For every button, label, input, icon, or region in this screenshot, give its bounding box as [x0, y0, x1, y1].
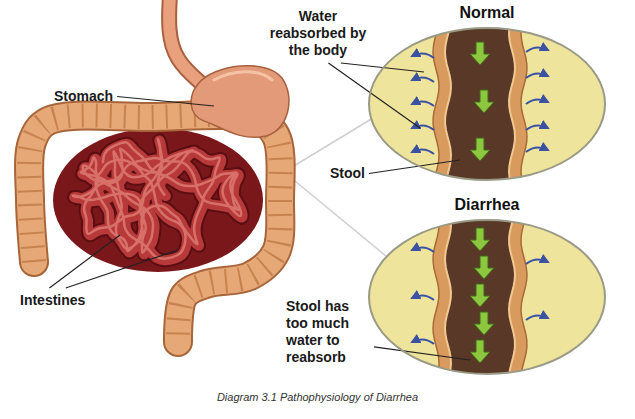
- reabsorption-arrow: [412, 339, 434, 344]
- leader-line: [49, 235, 120, 288]
- callout-label: Water reabsorbed by the body: [266, 8, 370, 59]
- small-intestine-base: [53, 128, 263, 272]
- flow-arrow: [470, 340, 490, 363]
- leader-line: [374, 347, 470, 360]
- intestine-highlight: [73, 139, 241, 259]
- view-outline: [369, 220, 605, 374]
- reabsorption-arrow: [526, 99, 548, 104]
- reabsorption-arrow: [412, 125, 434, 130]
- leader-line: [328, 63, 420, 128]
- reabsorption-arrow: [412, 149, 434, 154]
- stool: [445, 16, 515, 190]
- zoom-lines: [284, 118, 386, 256]
- reabsorption-arrow: [412, 247, 434, 252]
- reabsorption-arrow: [412, 77, 434, 82]
- reabsorption-arrow: [412, 101, 434, 106]
- esophagus-outline: [169, 0, 202, 84]
- leader-line: [66, 250, 178, 288]
- zoom-line: [284, 172, 386, 256]
- reabsorption-arrow: [412, 295, 434, 300]
- reabsorption-arrow: [412, 53, 434, 58]
- magnified-colon: [369, 16, 605, 190]
- esophagus: [169, 0, 202, 84]
- flow-arrow: [470, 228, 490, 251]
- callout-label: Stool has too much water to reabsorb: [286, 298, 370, 366]
- flow-arrow: [470, 284, 490, 307]
- reabsorption-arrow: [526, 315, 548, 320]
- view-heading: Diarrhea: [366, 195, 608, 214]
- reabsorption-arrow: [526, 259, 548, 264]
- magnified-colon: [369, 208, 605, 382]
- stomach: [191, 66, 289, 138]
- wall-lining: [445, 208, 451, 382]
- wall-lining: [445, 16, 451, 190]
- organ-label: Intestines: [20, 292, 85, 309]
- reabsorption-arrow: [526, 147, 548, 152]
- magnified-view: Diarrhea: [366, 195, 608, 377]
- reabsorption-arrow: [526, 47, 548, 52]
- callout-label: Stool: [330, 165, 365, 182]
- flow-arrow: [474, 256, 494, 279]
- stool: [445, 208, 515, 382]
- flow-arrow: [474, 312, 494, 335]
- stomach-group: [169, 0, 289, 137]
- leader-line: [117, 97, 214, 107]
- flow-arrow: [470, 42, 490, 65]
- wall-edge: [521, 208, 527, 382]
- view-outline: [369, 28, 605, 180]
- colon-wall: [433, 208, 527, 382]
- reabsorption-arrow: [526, 73, 548, 78]
- magnified-view: Normal: [366, 3, 608, 183]
- flow-arrow: [474, 90, 494, 113]
- organ-label: Stomach: [54, 88, 113, 105]
- leader-lines: [49, 63, 470, 360]
- view-heading: Normal: [366, 3, 608, 22]
- flow-arrow: [470, 138, 490, 161]
- leader-line: [369, 160, 460, 174]
- stomach-highlight: [214, 72, 272, 80]
- reabsorption-arrow: [526, 125, 548, 130]
- small-intestine: [53, 128, 263, 272]
- zoom-line: [284, 118, 373, 172]
- colon-wall: [433, 16, 527, 190]
- view-outline-layer: [366, 195, 608, 377]
- view-outline-layer: [366, 3, 608, 183]
- wall-lining: [509, 16, 515, 190]
- wall-lining: [509, 208, 515, 382]
- figure-caption: Diagram 3.1 Pathophysiology of Diarrhea: [0, 390, 635, 404]
